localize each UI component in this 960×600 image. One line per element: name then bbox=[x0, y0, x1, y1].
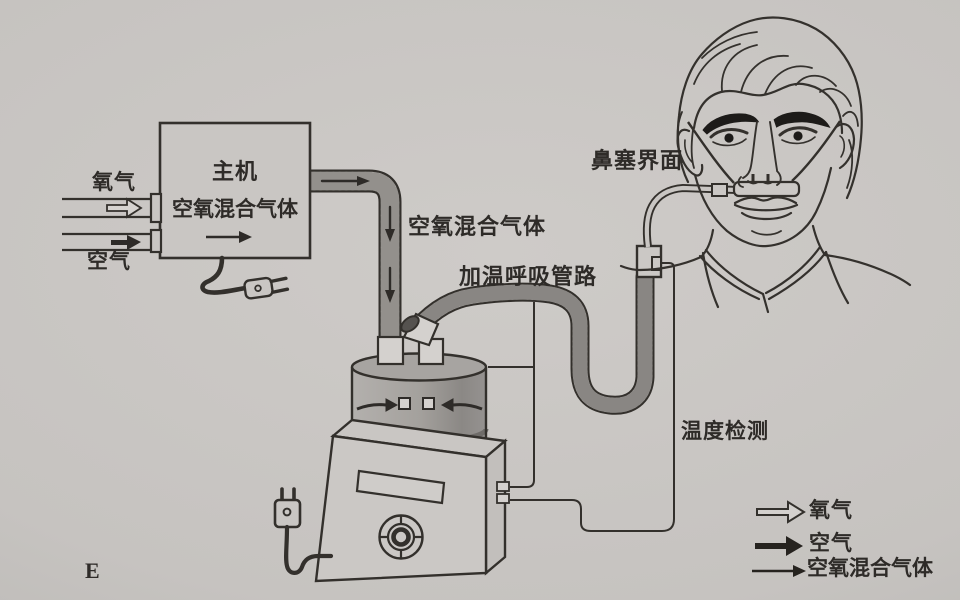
base-temp-probe-socket bbox=[496, 493, 510, 504]
base-control-knob bbox=[378, 514, 424, 560]
chamber-inlet-port bbox=[376, 335, 405, 366]
base-power-cord bbox=[273, 487, 334, 575]
cannula-strap-right bbox=[791, 120, 841, 182]
figure-letter: E bbox=[85, 558, 101, 583]
heater-wire bbox=[488, 302, 535, 488]
hollow-arrow-icon bbox=[756, 500, 806, 524]
patient-face bbox=[619, 16, 912, 314]
nasal-prongs bbox=[751, 174, 770, 182]
label-temperature-detection: 温度检测 bbox=[681, 419, 769, 443]
label-oxygen-in: 氧气 bbox=[92, 170, 136, 194]
nose bbox=[737, 121, 782, 188]
air-flow-solid-arrow-icon bbox=[111, 235, 141, 250]
heater-base bbox=[273, 418, 510, 583]
air-inlet-pipe bbox=[62, 232, 151, 252]
legend-label-oxygen: 氧气 bbox=[809, 498, 853, 522]
legend bbox=[752, 500, 806, 577]
main-unit-output-arrow-icon bbox=[206, 231, 252, 243]
base-heater-wire-socket bbox=[496, 481, 510, 492]
solid-arrow-icon bbox=[755, 536, 803, 556]
hair-outline bbox=[676, 16, 863, 200]
oxygen-flow-hollow-arrow-icon bbox=[106, 197, 143, 219]
cannula-strap-left bbox=[687, 121, 735, 184]
ears bbox=[676, 122, 856, 177]
thin-arrow-icon bbox=[752, 565, 806, 577]
cannula-sleeve bbox=[711, 183, 728, 197]
legend-label-mixed-gas: 空氧混合气体 bbox=[807, 556, 933, 580]
main-unit bbox=[62, 121, 312, 300]
base-plug-icon bbox=[273, 498, 302, 529]
jaw-outline bbox=[693, 166, 833, 248]
main-unit-power-cord bbox=[200, 255, 290, 300]
neck-and-collar bbox=[619, 224, 912, 314]
heated-breathing-tube bbox=[414, 267, 655, 415]
label-heated-circuit: 加温呼吸管路 bbox=[459, 264, 598, 289]
oxygen-inlet-pipe bbox=[62, 197, 151, 219]
patient-interface bbox=[635, 120, 841, 279]
mixed-gas-pipe bbox=[298, 169, 402, 350]
label-nasal-interface: 鼻塞界面 bbox=[591, 148, 684, 173]
mouth bbox=[733, 196, 799, 236]
label-mixed-gas-pipe: 空氧混合气体 bbox=[408, 214, 547, 239]
mixed-gas-flow-arrows bbox=[320, 176, 395, 303]
base-display bbox=[355, 469, 446, 505]
main-unit-plug-icon bbox=[243, 276, 290, 300]
main-unit-box bbox=[158, 121, 312, 260]
label-air-in: 空气 bbox=[87, 249, 131, 273]
legend-label-air: 空气 bbox=[809, 531, 853, 555]
label-main-unit-title: 主机 bbox=[211, 159, 258, 184]
eyebrows bbox=[702, 111, 831, 135]
elbow-connector bbox=[400, 312, 440, 347]
eyes bbox=[709, 126, 818, 147]
chamber-mixing-arrows bbox=[356, 397, 483, 412]
label-main-unit-subtitle: 空氧混合气体 bbox=[172, 197, 298, 221]
